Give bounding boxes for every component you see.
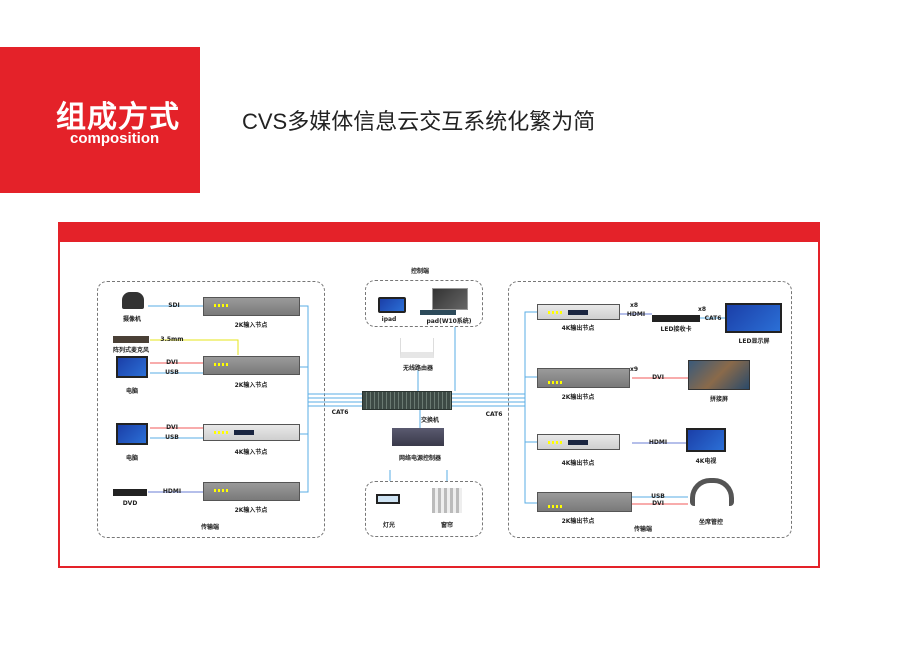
control-group — [365, 280, 483, 327]
network-switch-icon — [362, 391, 452, 410]
input-node-2k — [203, 356, 300, 375]
wireless-router-icon — [400, 338, 434, 358]
node-label: 2K输入节点 — [234, 382, 268, 389]
usb-label: USB — [165, 369, 179, 376]
node-label: 2K输入节点 — [234, 507, 268, 514]
audio-3.5mm-label: 3.5mm — [160, 336, 184, 343]
camera-icon — [122, 292, 144, 309]
usb-label: USB — [165, 434, 179, 441]
light-label: 灯光 — [382, 522, 396, 529]
banner-subtitle: composition — [70, 130, 160, 147]
output-group-label: 传输端 — [633, 526, 653, 533]
led-display-label: LED显示屏 — [738, 338, 770, 345]
ipad-icon — [378, 297, 406, 313]
output-group — [508, 281, 792, 538]
usb-label: USB — [651, 493, 665, 500]
computer-icon — [116, 423, 148, 445]
router-label: 无线路由器 — [402, 365, 434, 372]
computer-icon — [116, 356, 148, 378]
node-label: 2K输出节点 — [561, 394, 595, 401]
dvi-label: DVI — [166, 424, 178, 431]
output-node-4k — [537, 434, 620, 450]
operator-console-icon — [690, 478, 734, 506]
multiplier-label: x8 — [697, 306, 707, 313]
4k-tv-icon — [686, 428, 726, 452]
frame-header-bar — [60, 224, 818, 242]
node-label: 4K输出节点 — [561, 460, 595, 467]
dvd-player-icon — [113, 489, 147, 496]
computer-label: 电脑 — [125, 455, 139, 462]
computer-label: 电脑 — [125, 388, 139, 395]
node-label: 4K输入节点 — [234, 449, 268, 456]
video-wall-icon — [688, 360, 750, 390]
output-node-2k — [537, 368, 630, 388]
hdmi-label: HDMI — [626, 311, 646, 318]
input-node-2k — [203, 297, 300, 316]
node-label: 4K输出节点 — [561, 325, 595, 332]
switch-label: 交换机 — [420, 417, 440, 424]
curtain-label: 窗帘 — [440, 522, 454, 529]
environment-group — [365, 481, 483, 537]
receiver-label: LED接收卡 — [660, 326, 692, 333]
banner-title: 组成方式 — [56, 100, 180, 135]
sdi-label: SDI — [168, 302, 180, 309]
cat6-label: CAT6 — [704, 315, 722, 322]
input-node-2k — [203, 482, 300, 501]
keyboard-icon — [420, 310, 456, 315]
light-icon — [376, 494, 400, 504]
multiplier-label: x8 — [629, 302, 639, 309]
diagram-frame — [58, 222, 820, 568]
dvi-label: DVI — [652, 500, 664, 507]
video-wall-label: 拼接屏 — [709, 396, 729, 403]
hdmi-label: HDMI — [162, 488, 182, 495]
output-node-4k — [537, 304, 620, 320]
node-label: 2K输入节点 — [234, 322, 268, 329]
camera-label: 摄像机 — [122, 316, 142, 323]
page-title: CVS多媒体信息云交互系统化繁为简 — [242, 109, 596, 134]
multiplier-label: x9 — [629, 366, 639, 373]
microphone-label: 阵列式麦克风 — [112, 347, 150, 354]
cat6-label: CAT6 — [485, 411, 503, 418]
control-label: 控制端 — [410, 268, 430, 275]
microphone-array-icon — [113, 336, 149, 343]
input-node-4k — [203, 424, 300, 441]
console-label: 坐席管控 — [698, 519, 724, 526]
ipad-label: ipad — [381, 316, 397, 323]
dvi-label: DVI — [652, 374, 664, 381]
led-display-icon — [725, 303, 782, 333]
curtain-icon — [432, 488, 462, 513]
dvi-label: DVI — [166, 359, 178, 366]
tablet-pc-icon — [432, 288, 468, 310]
led-receiver-icon — [652, 315, 700, 322]
cat6-label: CAT6 — [331, 409, 349, 416]
input-group — [97, 281, 325, 538]
tv-label: 4K电视 — [695, 458, 717, 465]
hdmi-label: HDMI — [648, 439, 668, 446]
section-banner — [0, 47, 200, 193]
power-controller-label: 网络电源控制器 — [398, 455, 442, 462]
input-group-label: 传输端 — [200, 524, 220, 531]
pad-label: pad(W10系统) — [426, 318, 472, 325]
dvd-label: DVD — [122, 500, 138, 507]
node-label: 2K输出节点 — [561, 518, 595, 525]
output-node-2k — [537, 492, 632, 512]
power-controller-icon — [392, 428, 444, 446]
